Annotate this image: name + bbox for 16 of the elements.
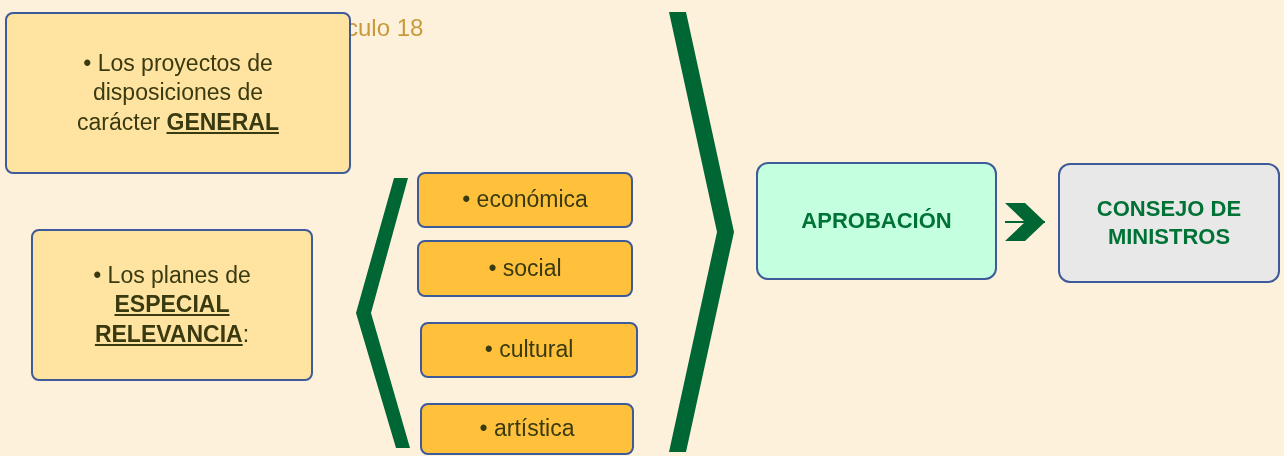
box-text: CONSEJO DE MINISTROS xyxy=(1095,194,1243,251)
option-box xyxy=(417,172,633,228)
box-text: APROBACIÓN xyxy=(801,206,952,235)
box-text: • cultural xyxy=(484,335,574,365)
box-text: • Los planes de ESPECIAL RELEVANCIA: xyxy=(92,260,252,349)
box-text: • artística xyxy=(479,414,575,444)
option-box xyxy=(420,403,634,455)
text-box xyxy=(1058,163,1280,283)
text-box xyxy=(5,12,351,174)
box-text: • económica xyxy=(462,185,588,215)
box-text: • social xyxy=(488,253,562,283)
option-box xyxy=(420,322,638,378)
text-box xyxy=(31,229,313,381)
text-box xyxy=(756,162,997,280)
option-box xyxy=(417,240,633,297)
box-text: • Los proyectos de disposiciones de carácter GENERAL xyxy=(76,48,280,137)
